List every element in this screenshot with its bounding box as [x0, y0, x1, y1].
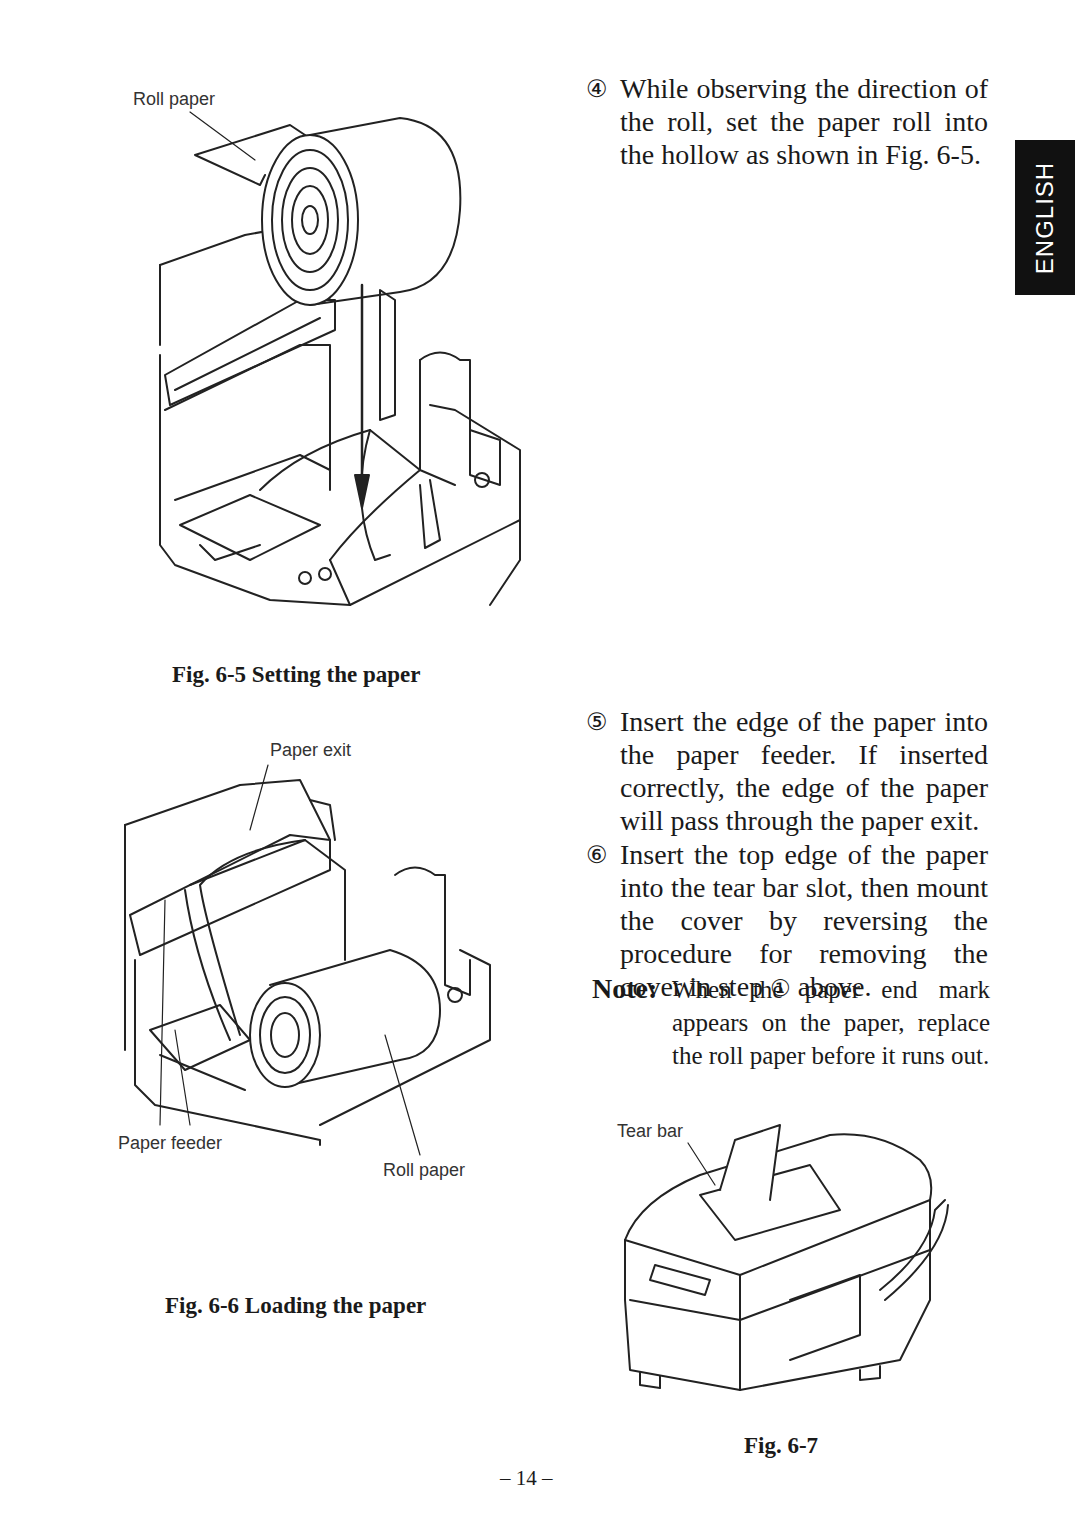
note-heading: Note: [592, 972, 657, 1005]
part-label: Tear bar [617, 1121, 683, 1142]
step-number: ⑤ [586, 706, 608, 739]
figure-caption: Fig. 6-7 [744, 1433, 818, 1459]
page-number: – 14 – [500, 1466, 553, 1491]
part-label: Roll paper [383, 1160, 465, 1181]
printer-closed-figure [625, 1125, 948, 1390]
note-text: When the paper end mark appears on the p… [672, 973, 990, 1072]
part-label: Paper exit [270, 740, 351, 761]
figure-caption: Fig. 6-5 Setting the paper [172, 662, 421, 688]
step-number: ⑥ [586, 839, 608, 872]
printer-loaded-figure [125, 765, 490, 1155]
step-number: ④ [586, 73, 608, 106]
step-text: While observing the direction of the rol… [620, 72, 988, 171]
part-label: Roll paper [133, 89, 215, 110]
tab-text: ENGLISH [1031, 161, 1059, 273]
language-tab: ENGLISH [1015, 140, 1075, 295]
figure-caption: Fig. 6-6 Loading the paper [165, 1293, 426, 1319]
step-text: Insert the edge of the paper into the pa… [620, 705, 988, 837]
printer-open-figure [160, 112, 520, 605]
part-label: Paper feeder [118, 1133, 222, 1154]
